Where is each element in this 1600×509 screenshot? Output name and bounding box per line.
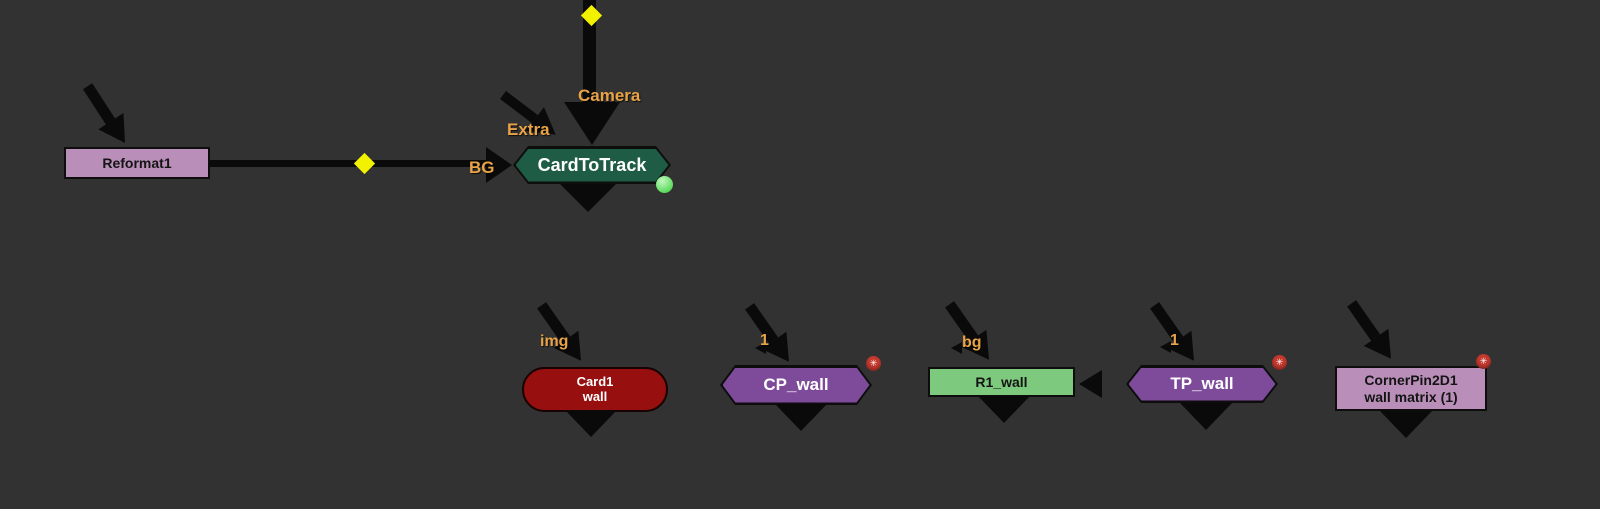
card1-output-arrow[interactable]: [565, 410, 617, 437]
expression-badge-icon: ✳: [1272, 355, 1287, 370]
cardtotrack-output-arrow[interactable]: [560, 184, 616, 212]
r1-wall-output-arrow[interactable]: [978, 396, 1030, 423]
port-label-tp-input: 1: [1170, 332, 1179, 349]
arrow-shaft: [499, 91, 538, 124]
expression-badge-icon: ✳: [1476, 354, 1491, 369]
wire-elbow-diamond-icon[interactable]: [353, 152, 376, 175]
port-label-extra: Extra: [507, 120, 550, 139]
cp-wall-node[interactable]: CP_wall: [720, 365, 872, 405]
connection-arrowhead-icon: [1079, 370, 1102, 398]
r1-wall-node[interactable]: R1_wall: [928, 367, 1075, 397]
reformat-input-arrow[interactable]: [83, 83, 138, 152]
camera-arrowhead-icon: [564, 102, 620, 145]
node-body: [1129, 368, 1276, 401]
arrow-shaft: [83, 83, 116, 125]
input-arrowhead-icon: [1160, 341, 1171, 353]
node-body: [723, 368, 870, 403]
tp-wall-output-arrow[interactable]: [1180, 403, 1232, 430]
input-arrowhead-icon: [951, 342, 962, 354]
camera-wire[interactable]: [583, 0, 596, 106]
reformat-node[interactable]: Reformat1: [64, 147, 210, 179]
reformat-output-wire[interactable]: [208, 160, 490, 167]
expression-badge-icon: ✳: [866, 356, 881, 371]
tp-wall-node[interactable]: TP_wall: [1126, 365, 1278, 403]
node-indicator-dot: [656, 176, 673, 193]
node-label-line2: wall: [582, 388, 608, 404]
port-label-img: img: [540, 333, 569, 350]
node-label: CardToTrack: [537, 154, 647, 175]
node-label: CP_wall: [763, 375, 829, 394]
node-label: Reformat1: [102, 155, 172, 171]
node-label-line2: wall matrix (1): [1364, 388, 1458, 405]
bg-arrowhead-icon: [486, 147, 512, 183]
cp-wall-output-arrow[interactable]: [775, 404, 827, 431]
node-body: [516, 149, 669, 182]
port-label-r1-input: bg: [962, 334, 982, 351]
port-label-bg: BG: [469, 158, 495, 177]
port-label-cp-input: 1: [760, 332, 769, 349]
node-label: R1_wall: [975, 374, 1028, 390]
cornerpin-input-arrow[interactable]: [1347, 299, 1404, 368]
arrow-shaft: [1347, 299, 1381, 341]
cornerpin-node[interactable]: CornerPin2D1 wall matrix (1): [1335, 366, 1487, 411]
port-label-camera: Camera: [578, 86, 641, 105]
cornerpin-output-arrow[interactable]: [1380, 411, 1432, 438]
node-label-line1: CornerPin2D1: [1364, 372, 1458, 389]
cardtotrack-node[interactable]: CardToTrack: [513, 146, 671, 184]
node-label-line1: Card1: [576, 373, 614, 389]
node-label: TP_wall: [1170, 374, 1234, 393]
input-arrowhead-icon: [755, 342, 766, 354]
card1-node[interactable]: Card1 wall: [522, 367, 668, 412]
